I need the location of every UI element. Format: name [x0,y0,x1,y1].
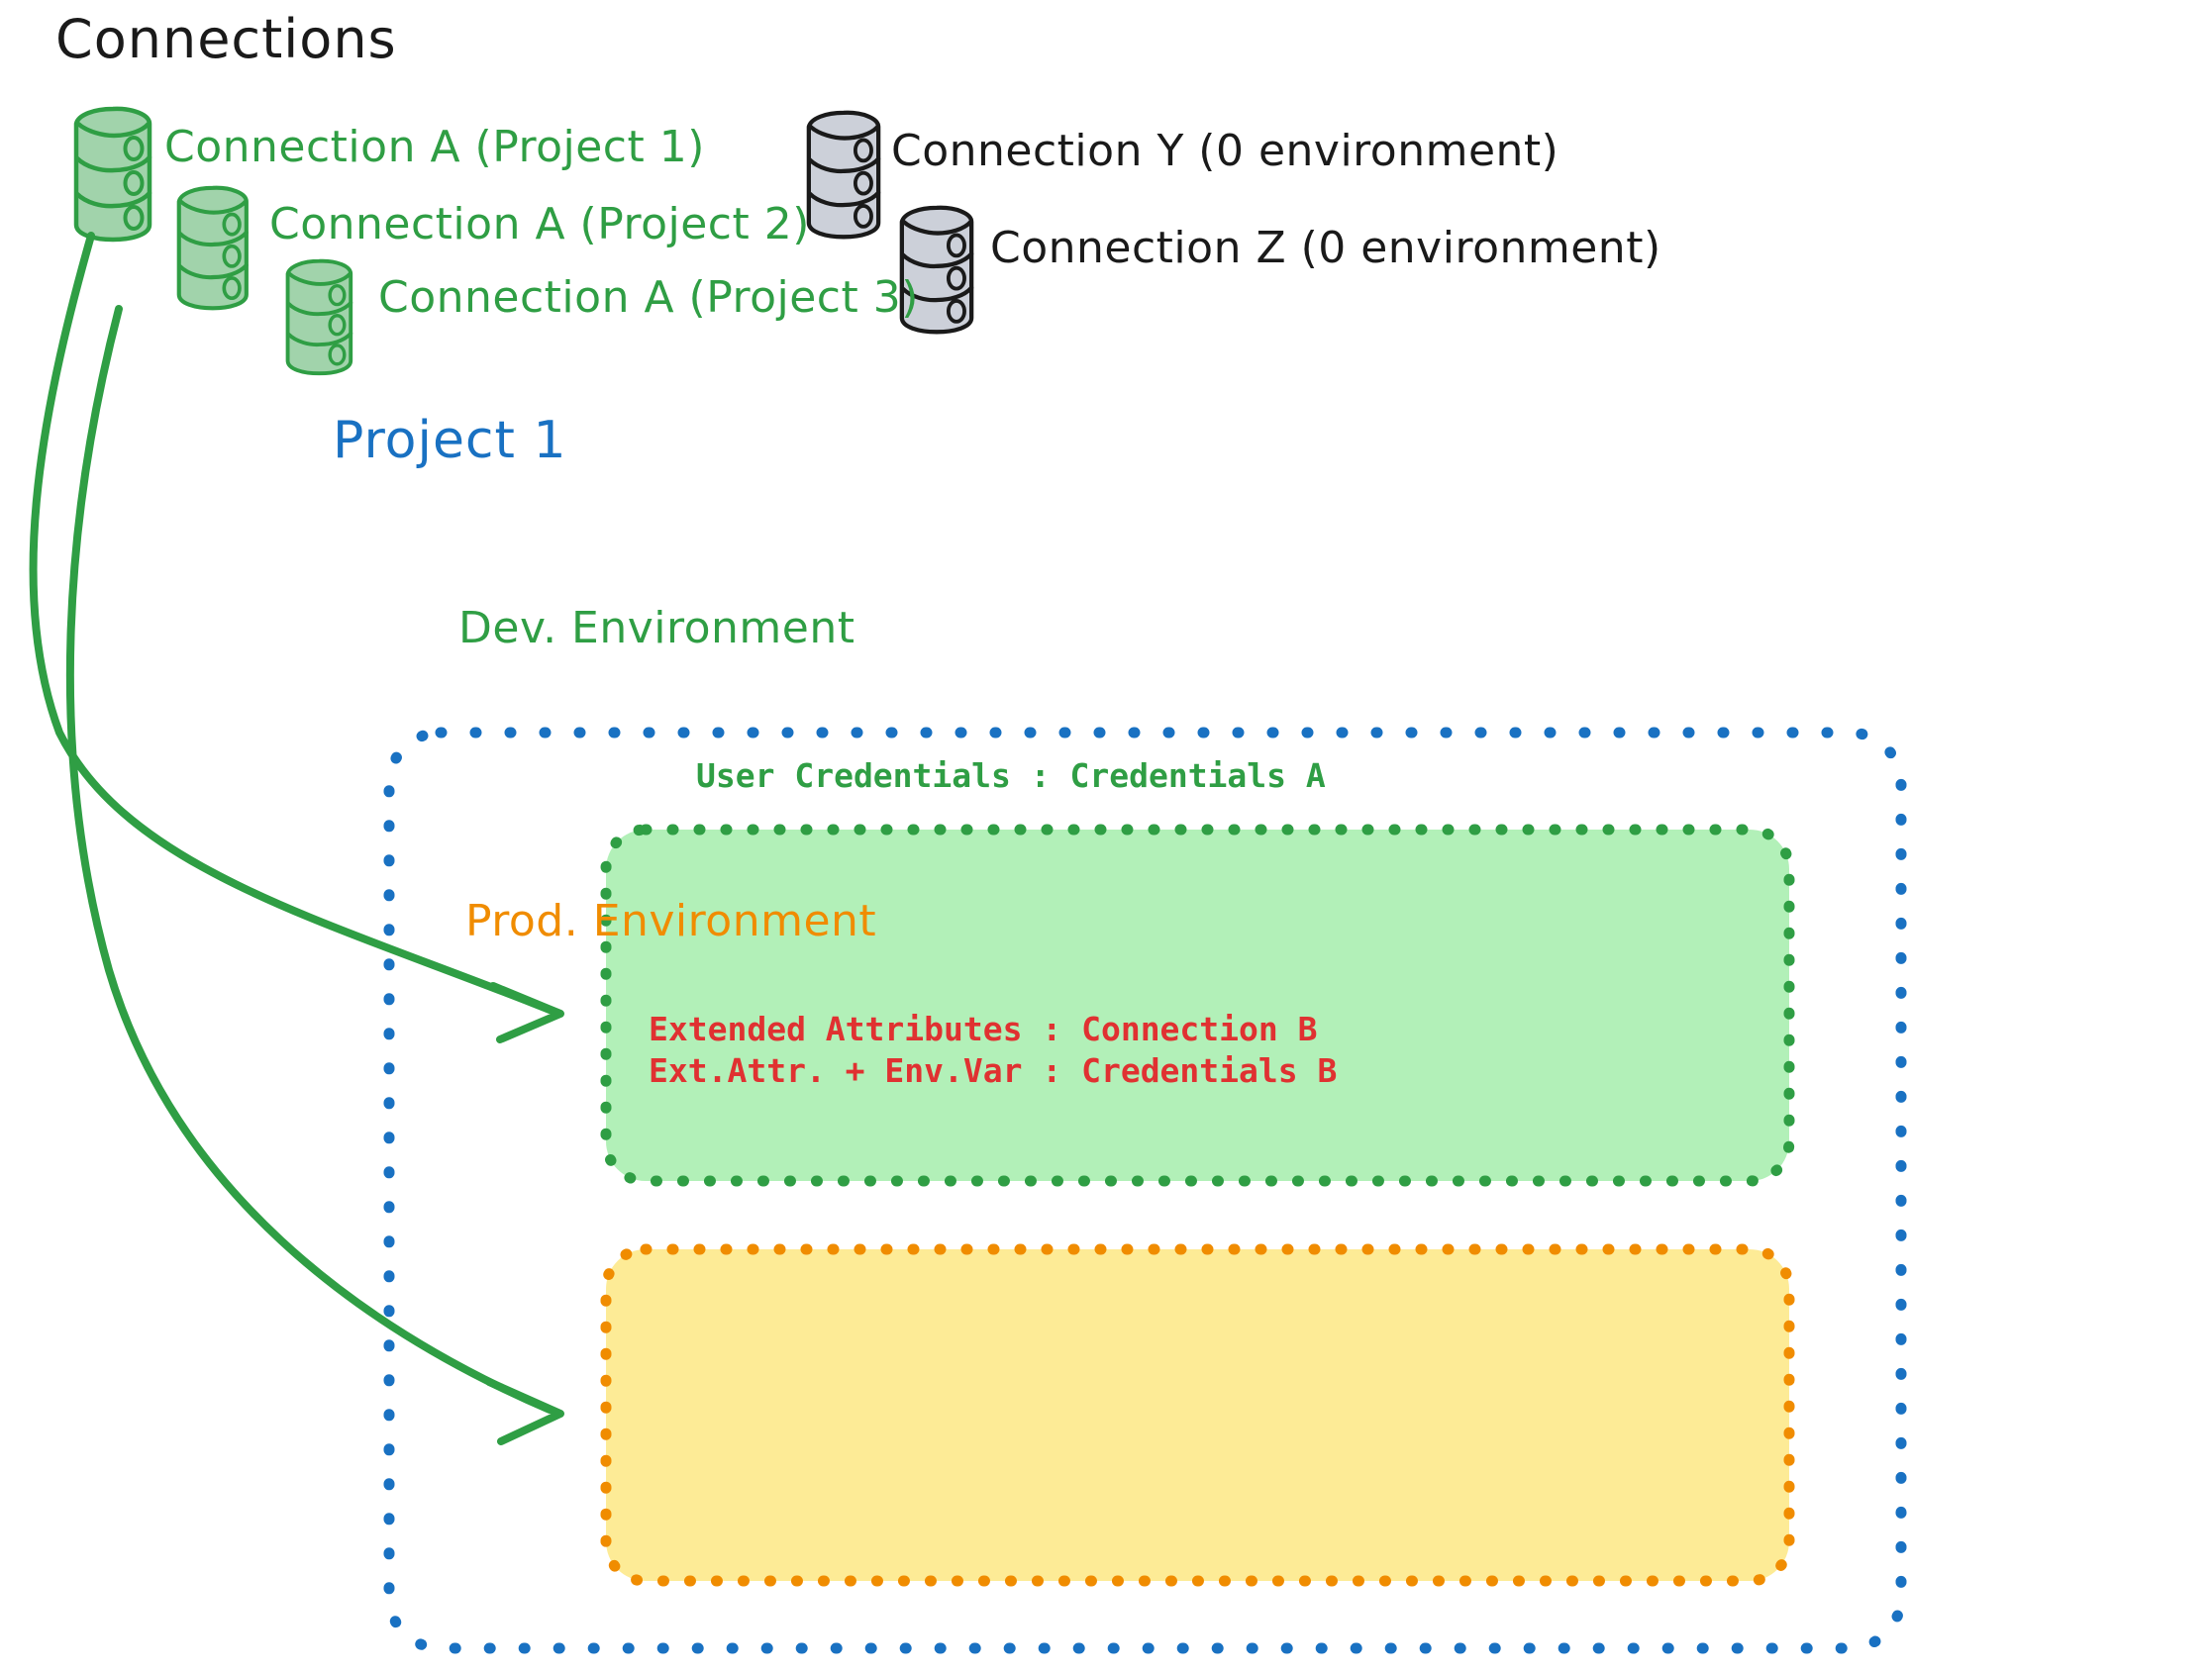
database-icon-connection-z [899,205,974,335]
prod-environment-title: Prod. Environment [465,896,877,946]
connection-label-z: Connection Z (0 environment) [990,223,1661,273]
arrow-to-prod-environment [65,305,564,1445]
page-title: Connections [55,8,397,70]
dev-environment-box [600,824,1795,1187]
database-icon-connection-a-1 [76,109,150,240]
prod-environment-box [600,1243,1795,1587]
connection-label-a-project-3: Connection A (Project 3) [378,272,919,323]
connection-label-y: Connection Y (0 environment) [891,126,1559,176]
connection-label-a-project-2: Connection A (Project 2) [269,199,810,249]
arrow-to-dev-environment [29,232,564,1043]
database-icon-connection-a-3 [285,258,353,376]
prod-environment-row-ext-attr-env-var: Ext.Attr. + Env.Var : Credentials B [649,1051,1338,1090]
project-title: Project 1 [333,411,567,470]
dev-environment-title: Dev. Environment [458,603,855,653]
database-icon-connection-y [806,110,881,240]
dev-environment-row-user-credentials: User Credentials : Credentials A [696,756,1326,795]
database-icon-connection-a-2 [179,188,247,309]
connection-label-a-project-1: Connection A (Project 1) [164,122,705,172]
prod-environment-row-extended-attributes: Extended Attributes : Connection B [649,1010,1318,1048]
project-1-container [383,727,1907,1654]
